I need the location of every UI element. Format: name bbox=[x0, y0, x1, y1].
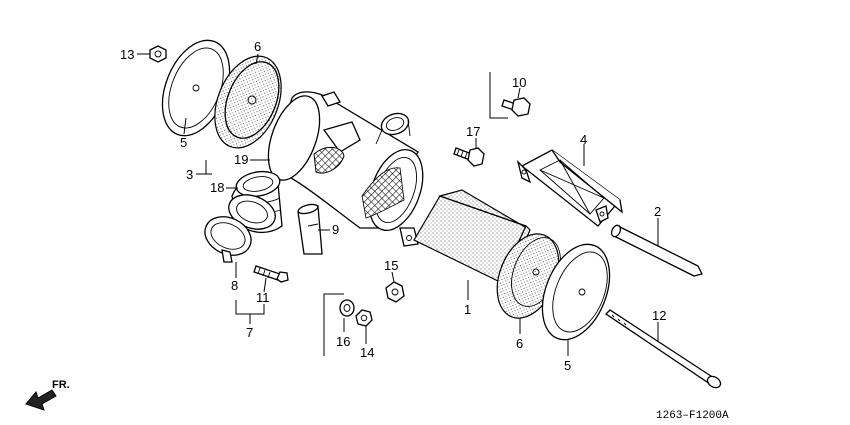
callout-19: 19 bbox=[234, 152, 248, 167]
part-14-nut bbox=[355, 309, 373, 327]
callout-5-bottom: 5 bbox=[564, 358, 571, 373]
front-direction-label: FR. bbox=[52, 379, 70, 391]
part-6-filter-disc-top bbox=[214, 55, 282, 149]
callout-7: 7 bbox=[246, 325, 253, 340]
callout-1: 1 bbox=[464, 302, 471, 317]
callout-labels: 13 6 5 19 3 18 9 8 11 7 10 17 4 2 15 1 1… bbox=[120, 39, 666, 373]
callout-4: 4 bbox=[580, 132, 587, 147]
part-19-case-body bbox=[267, 91, 424, 247]
callout-6-bottom: 6 bbox=[516, 336, 523, 351]
callout-16: 16 bbox=[336, 334, 350, 349]
part-15-nut bbox=[385, 281, 405, 303]
callout-14: 14 bbox=[360, 345, 374, 360]
part-16-washer bbox=[339, 299, 355, 317]
callout-12: 12 bbox=[652, 308, 666, 323]
front-arrow-icon bbox=[25, 389, 57, 411]
part-18-intake-tube bbox=[228, 170, 283, 233]
callout-3: 3 bbox=[186, 167, 193, 182]
callout-9: 9 bbox=[332, 222, 339, 237]
part-12-long-bolt bbox=[604, 309, 722, 389]
part-13-nut bbox=[149, 45, 167, 63]
part-9-drain-tube bbox=[297, 203, 323, 255]
callout-17: 17 bbox=[466, 124, 480, 139]
callout-5-top: 5 bbox=[180, 135, 187, 150]
part-2-rod bbox=[610, 224, 703, 277]
callout-2: 2 bbox=[654, 204, 661, 219]
part-5-cover-top bbox=[161, 39, 231, 137]
part-10-bolt bbox=[501, 97, 531, 117]
front-direction-indicator: FR. bbox=[25, 379, 70, 411]
callout-13: 13 bbox=[120, 47, 134, 62]
part-4-holder-frame bbox=[516, 149, 623, 227]
callout-10: 10 bbox=[512, 75, 526, 90]
part-17-bolt bbox=[453, 147, 485, 167]
part-8-clamp-band bbox=[204, 216, 252, 263]
part-5-cover-bottom bbox=[541, 243, 611, 341]
callout-18: 18 bbox=[210, 180, 224, 195]
drawing-code: 1263–F1200A bbox=[656, 410, 729, 422]
part-11-screw bbox=[253, 265, 289, 283]
leader-lines bbox=[137, 53, 659, 356]
callout-11: 11 bbox=[256, 290, 270, 305]
callout-15: 15 bbox=[384, 258, 398, 273]
callout-6-top: 6 bbox=[254, 39, 261, 54]
callout-8: 8 bbox=[231, 278, 238, 293]
